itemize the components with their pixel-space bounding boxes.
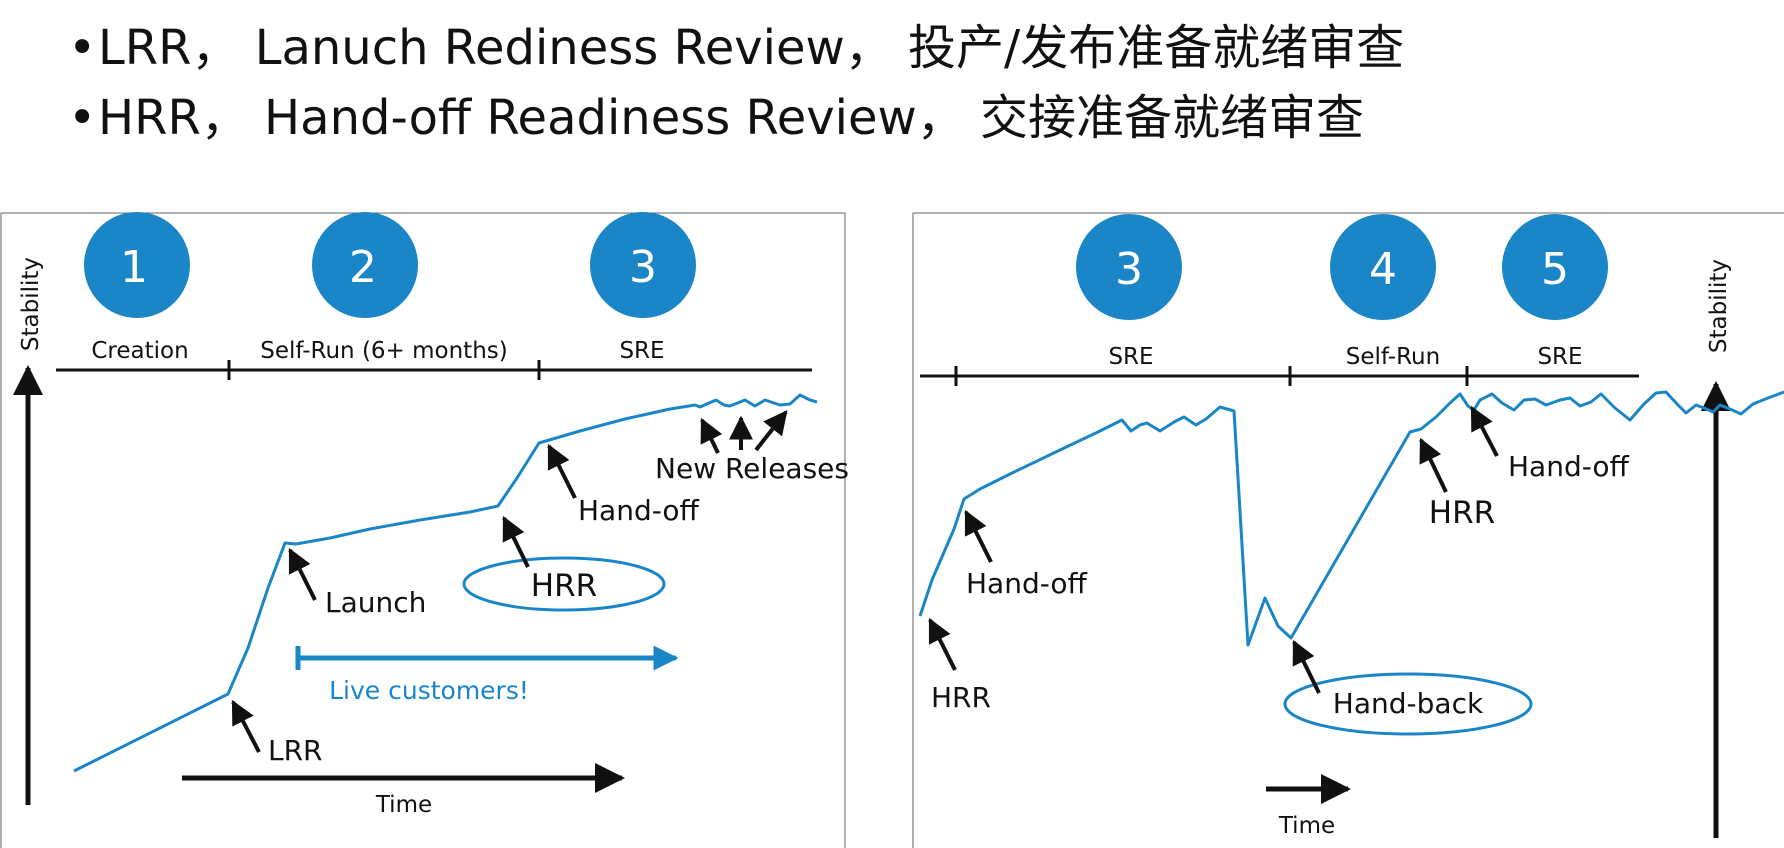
launch-label: Launch bbox=[325, 586, 426, 619]
hrr-pointer-arrow bbox=[1419, 437, 1448, 493]
release-pointer-arrow bbox=[700, 417, 723, 454]
phase-number-2: 2 bbox=[349, 242, 377, 293]
right-panel: 3 4 5 SRE Self-Run SRE Stability Time HR… bbox=[912, 212, 1784, 848]
phase-label-creation: Creation bbox=[91, 338, 188, 364]
hrr-pointer-arrow bbox=[502, 515, 530, 568]
phase-number-3: 3 bbox=[1115, 244, 1143, 295]
handoff-label: Hand-off bbox=[966, 567, 1087, 600]
bullet-text-lrr: LRR， Lanuch Rediness Review， 投产/发布准备就绪审查 bbox=[98, 20, 1405, 76]
phase-number-5: 5 bbox=[1541, 244, 1569, 295]
hrr-start-label: HRR bbox=[931, 681, 991, 714]
handoff-label: Hand-off bbox=[1508, 450, 1629, 483]
bullet-text-hrr: HRR， Hand-off Readiness Review， 交接准备就绪审查 bbox=[98, 90, 1365, 146]
launch-pointer-arrow bbox=[288, 547, 317, 601]
time-axis-label: Time bbox=[1278, 813, 1335, 839]
lrr-pointer-arrow bbox=[231, 699, 261, 753]
phase-circle-1 bbox=[84, 212, 190, 318]
phase-number-4: 4 bbox=[1369, 244, 1397, 295]
bullet-item-hrr: •HRR， Hand-off Readiness Review， 交接准备就绪审… bbox=[68, 88, 1404, 158]
live-customers-label: Live customers! bbox=[329, 676, 529, 705]
left-panel-border bbox=[0, 212, 846, 848]
hrr-highlight-ellipse bbox=[462, 556, 666, 612]
stability-curve bbox=[918, 390, 1784, 647]
handoff-pointer-arrow bbox=[547, 443, 577, 499]
handoff-pointer-arrow bbox=[964, 509, 993, 563]
hrr-start-pointer-arrow bbox=[928, 617, 957, 671]
phase-label-self-run: Self-Run bbox=[1346, 344, 1440, 370]
time-axis-label: Time bbox=[375, 792, 432, 818]
right-panel-border bbox=[912, 212, 1784, 848]
phase-number-1: 1 bbox=[120, 242, 148, 293]
handback-highlight-ellipse bbox=[1283, 672, 1533, 736]
new-releases-label: New Releases bbox=[655, 452, 849, 485]
phase-label-sre: SRE bbox=[619, 338, 664, 364]
stability-axis-label: Stability bbox=[18, 257, 44, 351]
bullet-item-lrr: •LRR， Lanuch Rediness Review， 投产/发布准备就绪审… bbox=[68, 18, 1404, 88]
left-panel: 1 2 3 Creation Self-Run (6+ months) SRE … bbox=[0, 212, 849, 848]
stability-curve bbox=[73, 393, 818, 773]
phase-circle-3 bbox=[1076, 214, 1182, 320]
handback-pointer-arrow bbox=[1292, 639, 1321, 694]
phase-circle-5 bbox=[1502, 214, 1608, 320]
release-pointer-arrow bbox=[754, 410, 788, 452]
phase-label-self-run: Self-Run (6+ months) bbox=[260, 338, 508, 364]
phase-number-3: 3 bbox=[629, 242, 657, 293]
bullet-dot-icon: • bbox=[68, 90, 97, 146]
hrr-label: HRR bbox=[1429, 495, 1495, 531]
hrr-label: HRR bbox=[531, 568, 597, 604]
handoff-label: Hand-off bbox=[578, 494, 699, 527]
bullet-dot-icon: • bbox=[68, 20, 97, 76]
bullet-list: •LRR， Lanuch Rediness Review， 投产/发布准备就绪审… bbox=[68, 18, 1404, 158]
handback-label: Hand-back bbox=[1333, 687, 1484, 720]
handoff-pointer-arrow bbox=[1470, 405, 1499, 457]
phase-circle-4 bbox=[1330, 214, 1436, 320]
phase-circle-3 bbox=[590, 212, 696, 318]
lrr-label: LRR bbox=[268, 734, 323, 767]
phase-circle-2 bbox=[312, 212, 418, 318]
phase-label-sre: SRE bbox=[1108, 344, 1153, 370]
phase-label-sre: SRE bbox=[1537, 344, 1582, 370]
stability-axis-label: Stability bbox=[1706, 259, 1732, 353]
